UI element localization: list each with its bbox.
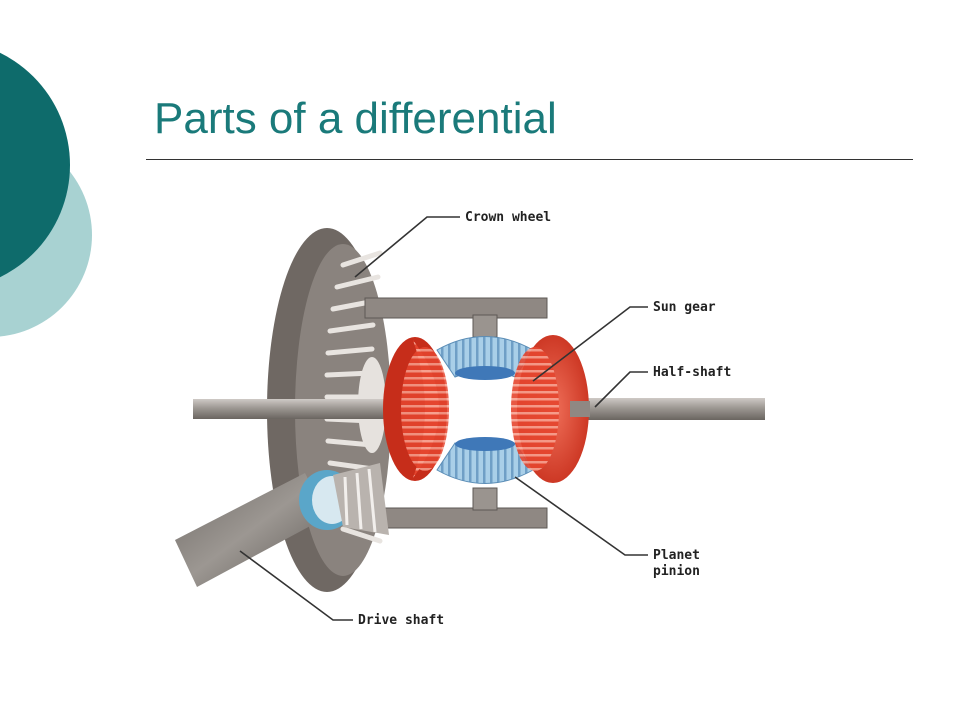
leader-crown-wheel <box>354 216 460 278</box>
label-sun-gear: Sun gear <box>653 300 716 315</box>
dark-teal-circle <box>0 52 70 278</box>
leader-planet-pinion <box>514 476 648 556</box>
sun-gears <box>383 335 590 483</box>
leader-sun-gear <box>532 306 648 382</box>
slide-title: Parts of a differential <box>154 94 557 143</box>
differential-carrier <box>364 297 548 529</box>
drive-shaft <box>175 463 389 587</box>
half-shafts <box>193 398 765 420</box>
callout-leaders <box>239 216 648 621</box>
label-crown-wheel: Crown wheel <box>465 210 551 225</box>
label-half-shaft: Half-shaft <box>653 365 731 380</box>
leader-half-shaft <box>594 371 648 408</box>
differential-diagram: Crown wheel Sun gear Half-shaft Planet p… <box>175 210 765 628</box>
leader-drive-shaft <box>239 550 353 621</box>
label-planet-pinion-line1: Planet <box>653 548 700 563</box>
decorative-teal-circles <box>0 52 92 337</box>
label-planet-pinion-line2: pinion <box>653 564 700 579</box>
planet-pinions <box>436 336 534 484</box>
title-divider <box>146 159 913 160</box>
label-drive-shaft: Drive shaft <box>358 613 444 628</box>
